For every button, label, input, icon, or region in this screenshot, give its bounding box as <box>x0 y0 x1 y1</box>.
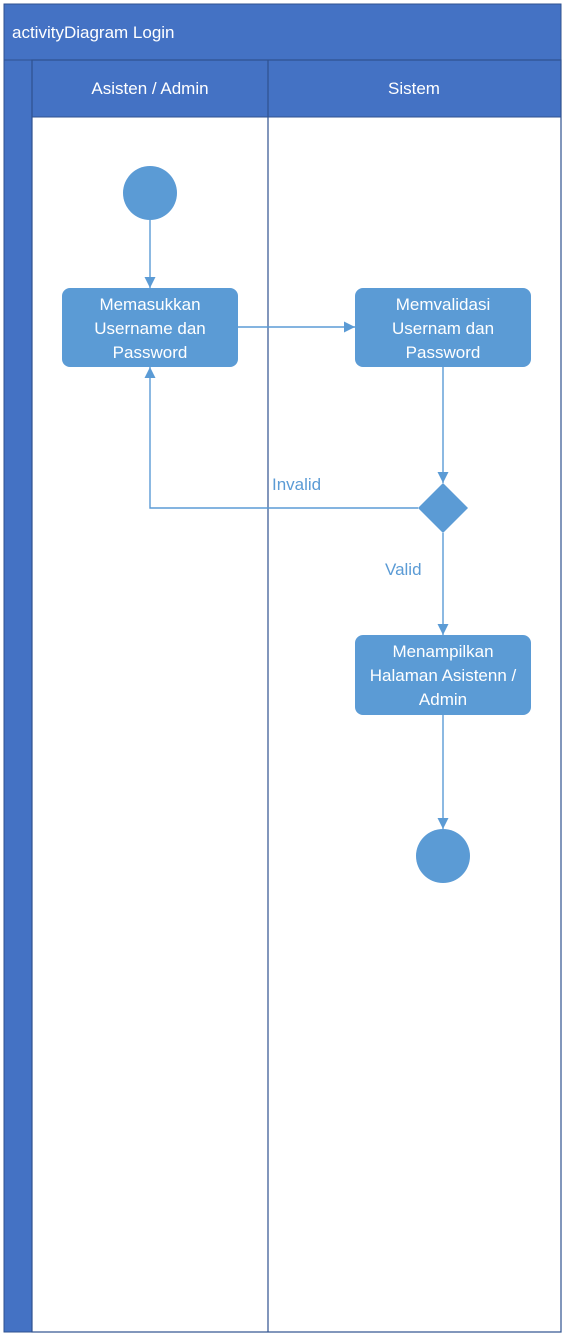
action-input-line-2: Username dan <box>94 319 206 338</box>
edge-label-valid: Valid <box>385 560 422 579</box>
edge-decision-invalid <box>144 367 418 509</box>
action-input-line-3: Password <box>113 343 188 362</box>
action-show-admin-page: Menampilkan Halaman Asistenn / Admin <box>355 635 531 715</box>
action-validate-line-3: Password <box>406 343 481 362</box>
action-validate-line-1: Memvalidasi <box>396 295 490 314</box>
action-validate-credentials: Memvalidasi Usernam dan Password <box>355 288 531 367</box>
lanes-border <box>31 59 562 1333</box>
action-show-line-1: Menampilkan <box>392 642 493 661</box>
decision-node <box>418 483 468 533</box>
action-validate-line-2: Usernam dan <box>392 319 494 338</box>
action-input-line-1: Memasukkan <box>99 295 200 314</box>
action-input-credentials: Memasukkan Username dan Password <box>62 288 238 367</box>
lane-label-sistem: Sistem <box>388 79 440 98</box>
action-show-line-2: Halaman Asistenn / <box>370 666 517 685</box>
lane-label-asisten-admin: Asisten / Admin <box>91 79 208 98</box>
initial-node <box>123 166 177 220</box>
edge-label-invalid: Invalid <box>272 475 321 494</box>
action-show-line-3: Admin <box>419 690 467 709</box>
diagram-title: activityDiagram Login <box>12 23 175 42</box>
title-bar <box>3 3 562 61</box>
final-node <box>416 829 470 883</box>
